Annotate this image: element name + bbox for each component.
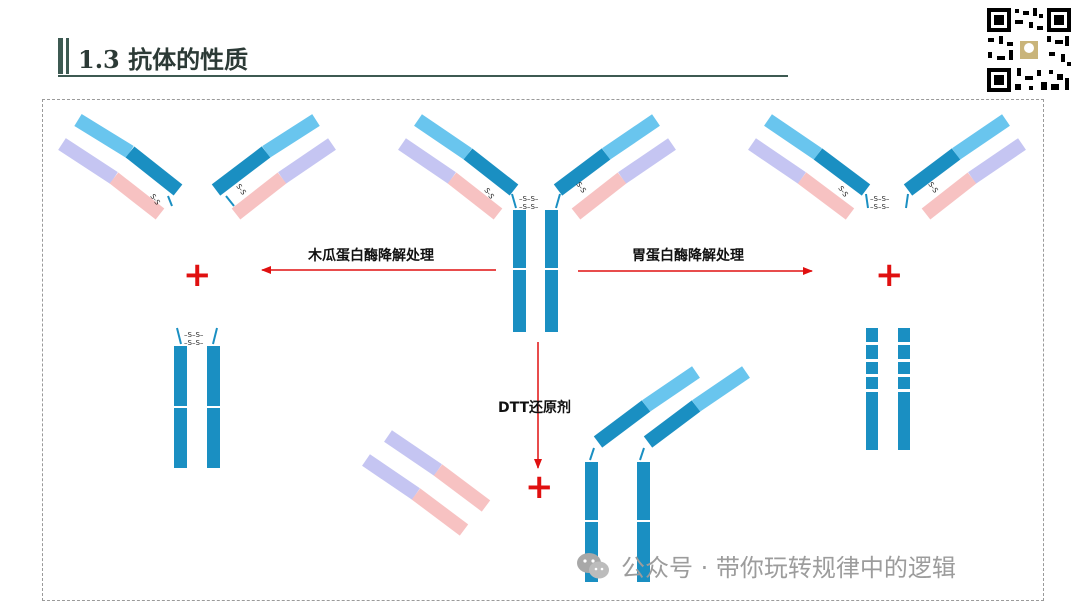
svg-text:S-S: S-S [926,181,939,195]
watermark: 公众号 · 带你玩转规律中的逻辑 [575,548,956,583]
svg-text:–S–S–: –S–S– [870,195,890,203]
plus-sign-right: + [875,255,904,295]
title-accent-bar-thin [66,38,69,74]
diagram-frame [42,99,1044,601]
svg-text:–S–S–: –S–S– [870,203,890,211]
svg-text:–S–S–: –S–S– [519,195,539,203]
title-accent-bar [58,38,63,74]
page-title: 1.3 抗体的性质 [78,45,249,74]
fab-fragment-left: S-S [58,114,183,220]
papain-label: 木瓜蛋白酶降解处理 [307,247,434,264]
light-chains-free [362,430,491,536]
plus-sign-left: + [183,255,212,295]
pepsin-label: 胃蛋白酶降解处理 [632,247,744,264]
svg-text:S-S: S-S [234,183,247,197]
heavy-chains-free [585,366,750,582]
svg-text:S-S: S-S [574,181,587,195]
svg-text:–S–S–: –S–S– [184,331,204,339]
title-underline [58,75,788,77]
fc-fragment-left: –S–S– –S–S– [174,327,220,468]
fab-fragment-right: S-S [211,114,336,220]
intact-antibody: S-S S-S –S–S– –S–S– [398,114,676,332]
fc-peptides-right [866,328,910,450]
wechat-icon [577,552,609,578]
plus-sign-bottom: + [525,467,554,507]
fab2-fragment: S-S S-S –S–S– –S–S– [748,114,1026,220]
title-bar: 1.3 抗体的性质 [58,36,788,78]
dtt-label: DTT还原剂 [498,399,571,416]
svg-text:–S–S–: –S–S– [184,339,204,347]
svg-text:–S–S–: –S–S– [519,203,539,211]
watermark-text: 公众号 · 带你玩转规律中的逻辑 [621,554,956,582]
qr-code-icon [985,6,1073,94]
